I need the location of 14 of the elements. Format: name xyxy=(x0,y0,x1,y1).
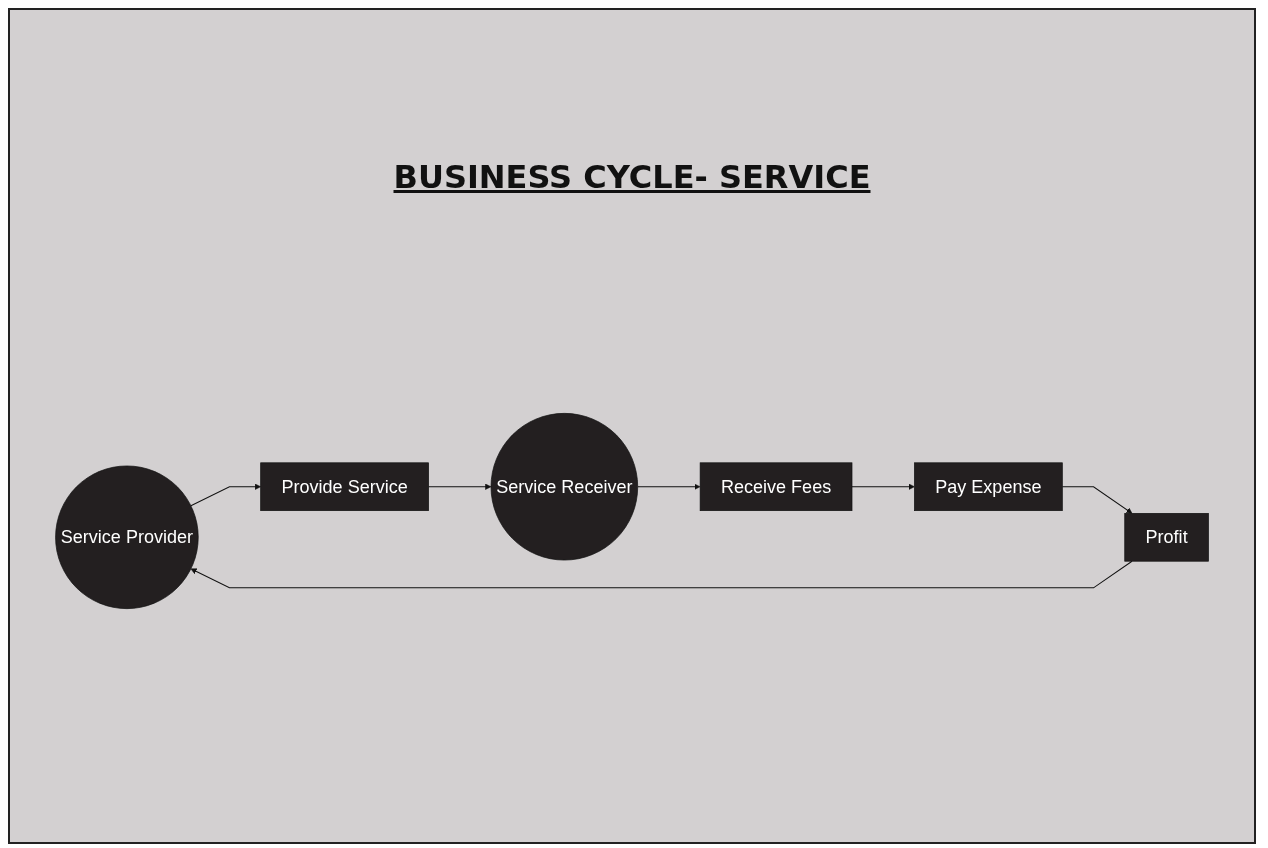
node-circle xyxy=(490,413,639,561)
node-circle xyxy=(55,465,199,609)
arrow xyxy=(190,483,261,507)
node-box xyxy=(260,462,429,511)
arrow xyxy=(190,560,1133,589)
arrow xyxy=(851,483,915,490)
arrow xyxy=(428,483,492,490)
node-box xyxy=(914,462,1063,511)
node-box xyxy=(699,462,853,511)
arrow xyxy=(1061,486,1133,514)
arrow xyxy=(637,483,701,490)
node-box xyxy=(1124,513,1209,562)
diagram-background: BUSINESS CYCLE- SERVICE Service Provider Provide Service Service Receiver Receive Fees Pay Expense Profit xyxy=(8,8,1256,844)
title: BUSINESS CYCLE- SERVICE xyxy=(392,158,872,196)
